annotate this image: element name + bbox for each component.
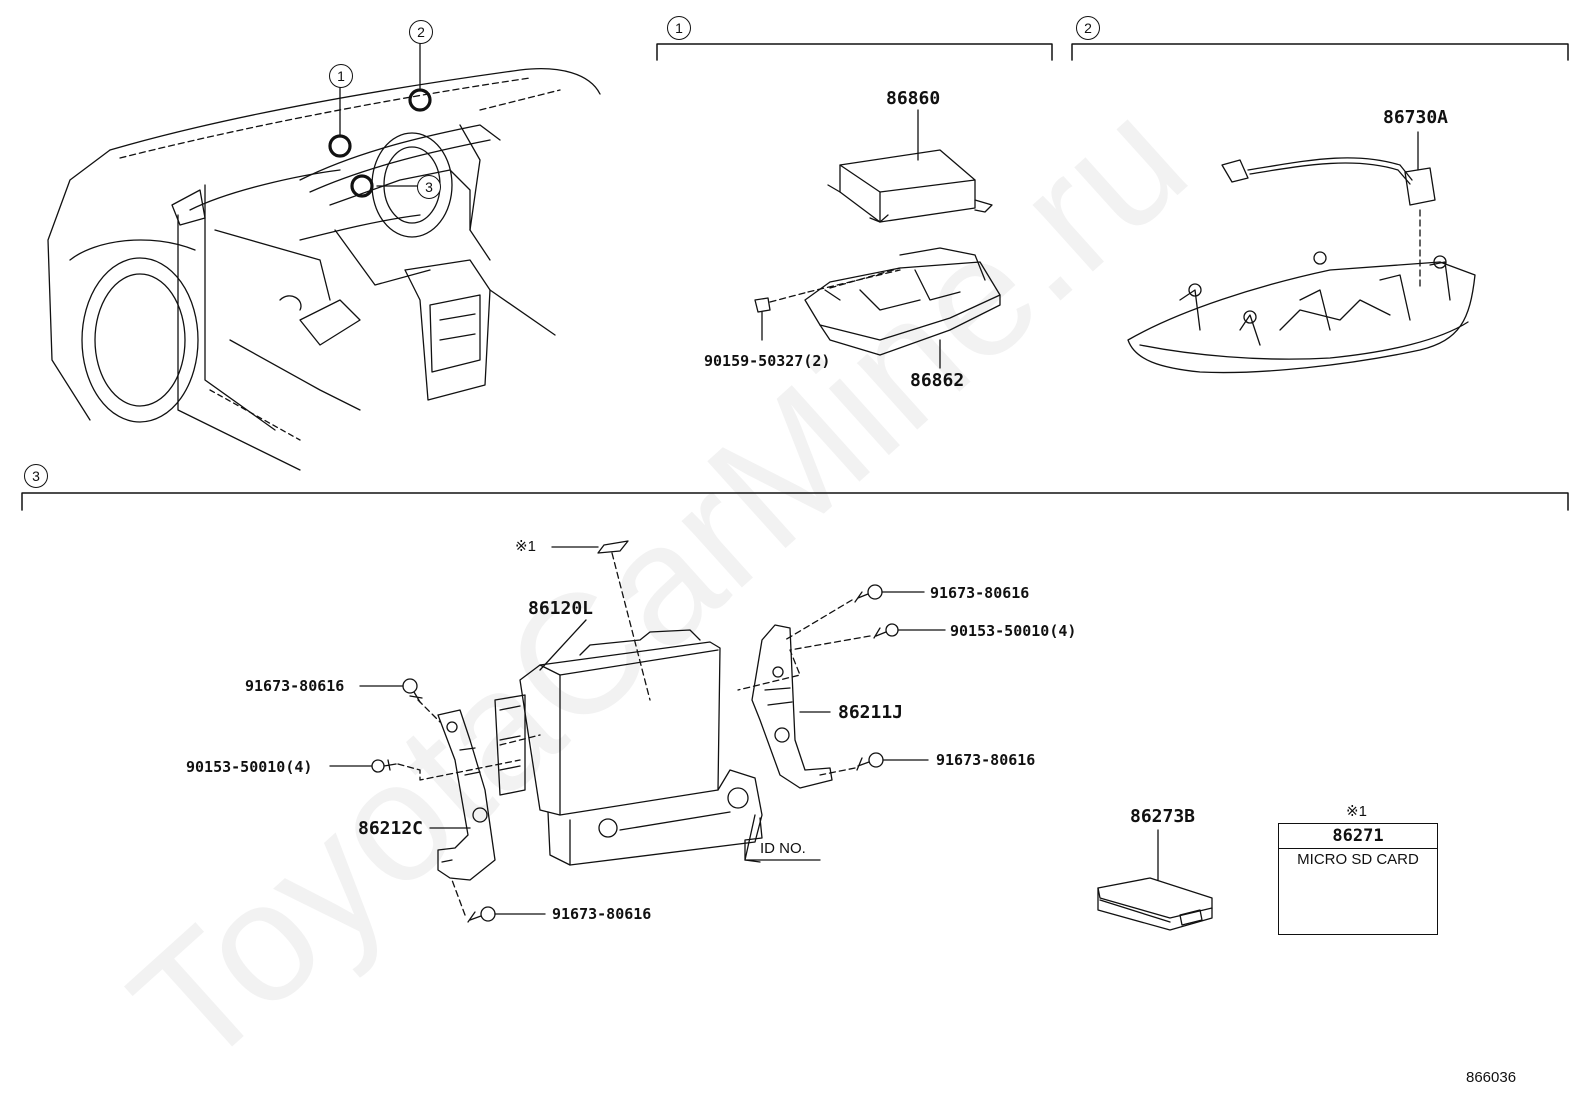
ref-mark-top: ※1 bbox=[515, 538, 536, 555]
part-label-86273B: 86273B bbox=[1130, 806, 1196, 827]
section-marker-1: 1 bbox=[667, 16, 691, 40]
part-label-86271: 86271 bbox=[1279, 824, 1437, 849]
car-callout-3: 3 bbox=[417, 175, 441, 199]
sd-case-86273B bbox=[1097, 829, 1213, 931]
ref-mark-card: ※1 bbox=[1346, 803, 1367, 820]
bracket-86862 bbox=[804, 247, 1001, 369]
car-callout-markers bbox=[328, 88, 432, 198]
install-dash-1 bbox=[769, 267, 901, 303]
sd-card-ref-icon bbox=[551, 540, 651, 701]
roof-console bbox=[1127, 251, 1476, 374]
section-brackets bbox=[21, 43, 1569, 511]
diagram-number: 866036 bbox=[1466, 1069, 1517, 1086]
part-label-91673-80616-bottom: 91673-80616 bbox=[552, 905, 652, 923]
part-label-90153-50010-right: 90153-50010(4) bbox=[950, 622, 1077, 640]
car-callout-2: 2 bbox=[409, 20, 433, 44]
bracket-right-86211J bbox=[751, 624, 833, 789]
id-no-label: ID NO. bbox=[760, 840, 806, 857]
part-label-86860: 86860 bbox=[886, 88, 941, 109]
micro-sd-card-label: MICRO SD CARD bbox=[1297, 851, 1419, 868]
section-marker-2: 2 bbox=[1076, 16, 1100, 40]
display-unit-86120L bbox=[494, 619, 763, 866]
bolt-90159-50327 bbox=[754, 297, 771, 341]
wire-harness-86730A bbox=[1221, 131, 1436, 291]
airbag-sensor-86860 bbox=[827, 109, 993, 223]
screws bbox=[329, 584, 946, 923]
car-callout-1: 1 bbox=[329, 64, 353, 88]
part-label-90159-50327: 90159-50327(2) bbox=[704, 352, 831, 370]
install-dash-3 bbox=[397, 599, 871, 916]
section-marker-3: 3 bbox=[24, 464, 48, 488]
bracket-left-86212C bbox=[429, 709, 496, 881]
micro-sd-card-box: 86271 MICRO SD CARD bbox=[1278, 823, 1438, 935]
part-label-91673-80616-top-right: 91673-80616 bbox=[930, 584, 1030, 602]
part-label-91673-80616-right: 91673-80616 bbox=[936, 751, 1036, 769]
part-label-86211J: 86211J bbox=[838, 702, 904, 723]
part-label-86212C: 86212C bbox=[358, 818, 424, 839]
part-label-90153-50010-left: 90153-50010(4) bbox=[186, 758, 313, 776]
part-label-86730A: 86730A bbox=[1383, 107, 1449, 128]
id-no-leader bbox=[744, 814, 821, 861]
part-label-86862: 86862 bbox=[910, 370, 965, 391]
part-label-91673-80616-left: 91673-80616 bbox=[245, 677, 345, 695]
car-interior-illustration bbox=[47, 43, 601, 471]
part-label-86120L: 86120L bbox=[528, 598, 594, 619]
